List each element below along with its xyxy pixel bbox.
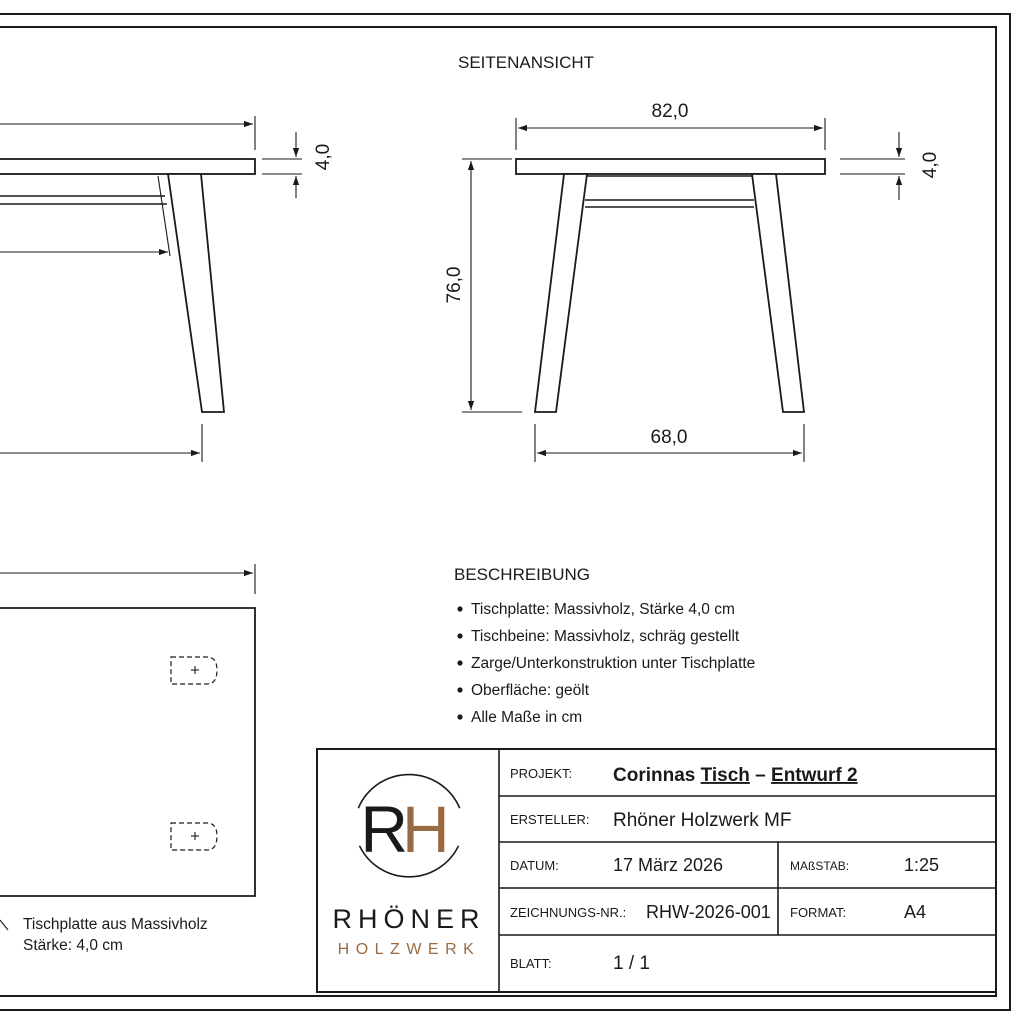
svg-text:Oberfläche: geölt: Oberfläche: geölt	[471, 682, 590, 699]
plan-fixture-bottom	[170, 822, 218, 851]
sheet-frame	[0, 13, 1011, 1011]
date-label: DATUM:	[510, 858, 559, 873]
list-item: Tischbeine: Massivholz, schräg gestellt	[457, 628, 740, 645]
company-logo: R H RHÖNER HOLZWERK	[332, 773, 485, 958]
svg-text:Zarge/Unterkonstruktion unter: Zarge/Unterkonstruktion unter Tischplatt…	[471, 655, 755, 672]
description: BESCHREIBUNG Tischplatte: Massivholz, St…	[454, 565, 755, 726]
side-view-title: SEITENANSICHT	[458, 53, 594, 72]
svg-text:Alle Maße in cm: Alle Maße in cm	[471, 709, 582, 726]
list-item: Tischplatte: Massivholz, Stärke 4,0 cm	[457, 601, 735, 618]
plan-note-line1: Tischplatte aus Massivholz	[23, 916, 208, 933]
side-leg-right	[750, 173, 806, 413]
title-block: R H RHÖNER HOLZWERK PROJEKT: Corinnas Ti…	[316, 748, 997, 993]
logo-monogram-r: R	[360, 792, 408, 866]
list-item: Alle Maße in cm	[457, 709, 582, 726]
plan-table-top	[0, 607, 256, 897]
drawing-no-label: ZEICHNUNGS-NR.:	[510, 905, 626, 920]
scale-label: MAßSTAB:	[790, 859, 849, 873]
logo-monogram-h: H	[402, 792, 450, 866]
sheet-value: 1 / 1	[613, 953, 650, 974]
front-table-top	[0, 158, 256, 175]
list-item: Zarge/Unterkonstruktion unter Tischplatt…	[457, 655, 755, 672]
format-value: A4	[904, 902, 926, 922]
logo-ring-bottom	[358, 845, 460, 878]
svg-text:Tischbeine: Massivholz, schräg: Tischbeine: Massivholz, schräg gestellt	[471, 628, 740, 645]
date-value: 17 März 2026	[613, 855, 723, 875]
logo-subline: HOLZWERK	[338, 941, 481, 958]
front-view: 4,0	[0, 116, 334, 462]
side-height-label: 76,0	[444, 267, 465, 304]
plan-view: Tischplatte aus Massivholz Stärke: 4,0 c…	[0, 564, 256, 954]
side-table-top	[515, 158, 826, 175]
logo-ring-top	[357, 773, 461, 809]
front-leg	[166, 173, 225, 413]
side-bottom-width-label: 68,0	[651, 427, 688, 448]
drawing-no-value: RHW-2026-001	[646, 902, 771, 922]
plan-note-line2: Stärke: 4,0 cm	[23, 937, 123, 954]
front-thickness-label: 4,0	[313, 144, 334, 170]
creator-value: Rhöner Holzwerk MF	[613, 810, 791, 831]
side-thickness-label: 4,0	[920, 152, 941, 178]
scale-value: 1:25	[904, 855, 939, 875]
project-label: PROJEKT:	[510, 766, 572, 781]
sheet-label: BLATT:	[510, 956, 552, 971]
format-label: FORMAT:	[790, 905, 846, 920]
side-width-label: 82,0	[652, 101, 689, 122]
description-title: BESCHREIBUNG	[454, 565, 590, 584]
logo-wordmark: RHÖNER	[332, 904, 485, 934]
project-value: Corinnas Tisch – Entwurf 2	[613, 765, 858, 786]
list-item: Oberfläche: geölt	[457, 682, 590, 699]
side-leg-left	[533, 173, 589, 413]
svg-text:Tischplatte: Massivholz, Stärk: Tischplatte: Massivholz, Stärke 4,0 cm	[471, 601, 735, 618]
creator-label: ERSTELLER:	[510, 812, 589, 827]
side-view: SEITENANSICHT 82,0 76,0 68,0 4,0	[444, 53, 941, 462]
plan-fixture-top	[170, 656, 218, 685]
